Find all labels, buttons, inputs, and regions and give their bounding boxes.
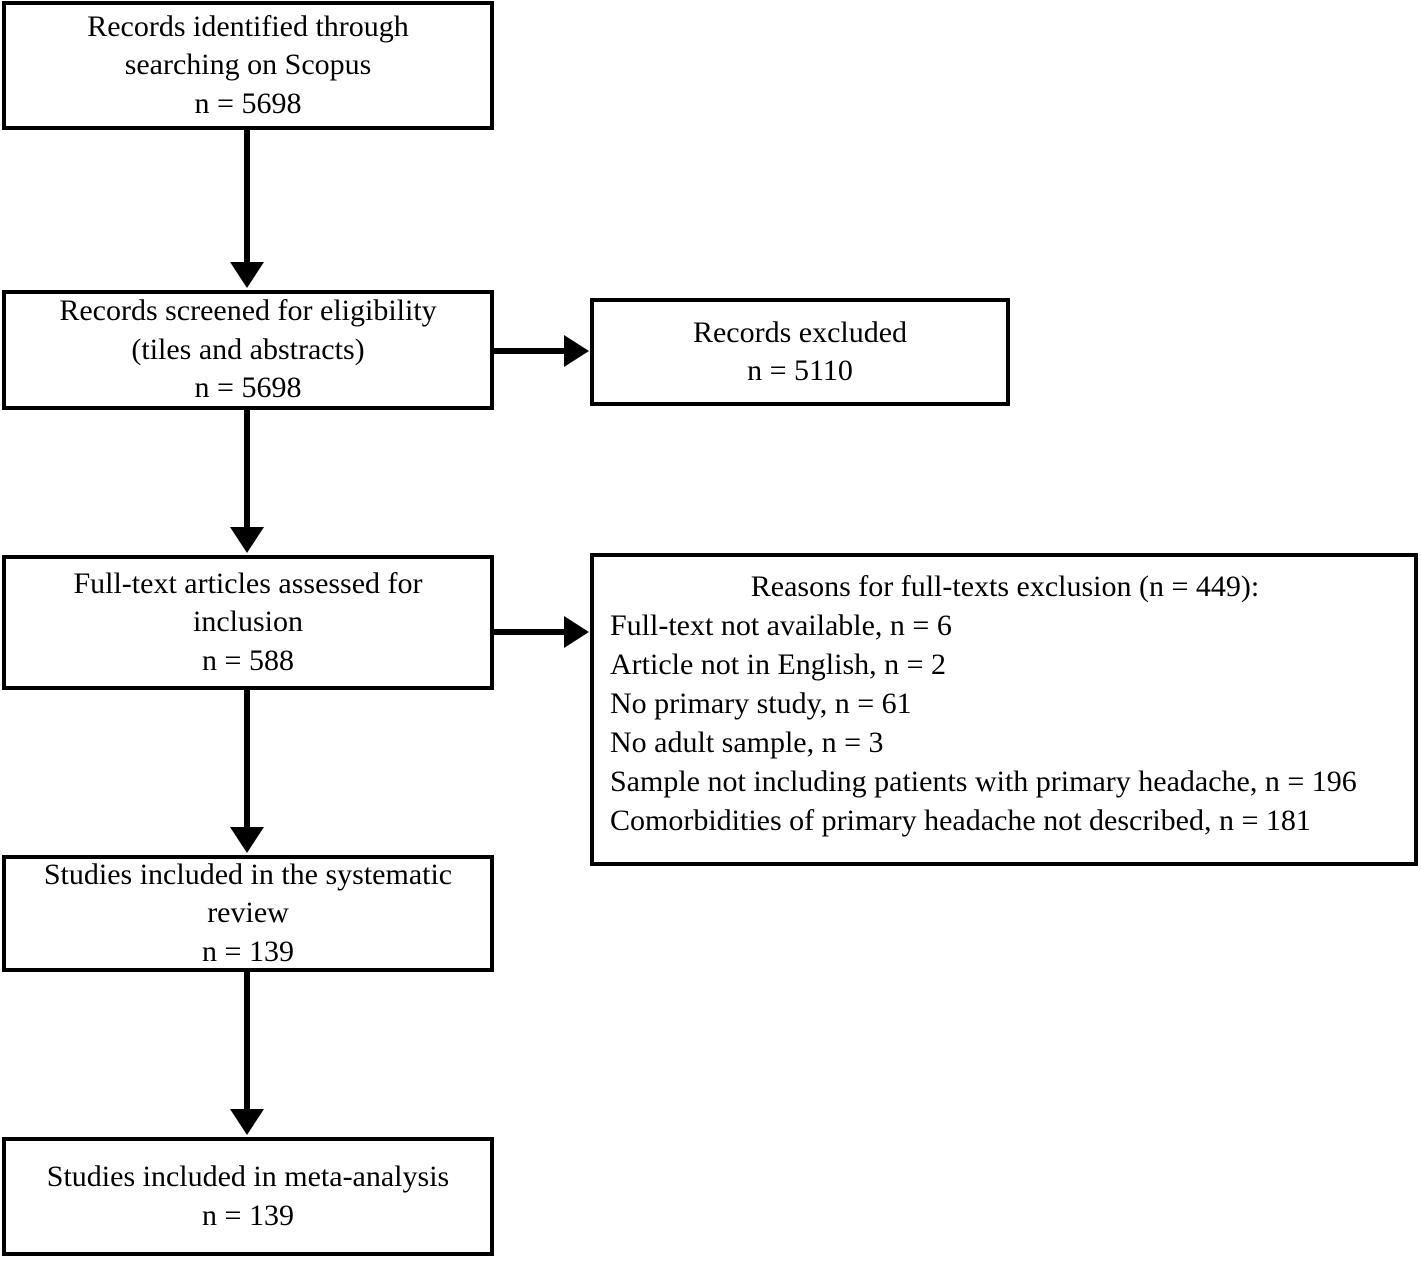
node-included-systematic-review: Studies included in the systematic revie… <box>2 855 494 972</box>
arrowhead-screened-to-fulltext <box>230 527 264 553</box>
node-records-identified: Records identified through searching on … <box>2 1 494 130</box>
node-fulltext-assessed: Full-text articles assessed for inclusio… <box>2 555 494 690</box>
exclusion-reason-5: Sample not including patients with prima… <box>610 765 1357 798</box>
exclusion-reason-1: Full-text not available, n = 6 <box>610 609 952 642</box>
connector-systematic-to-meta <box>244 972 250 1111</box>
node-included-meta-analysis: Studies included in meta-analysis n = 13… <box>2 1137 494 1256</box>
connector-identified-to-screened <box>244 130 250 264</box>
connector-fulltext-to-reasons <box>494 629 566 635</box>
included-systematic-line-2: review <box>207 896 289 930</box>
arrowhead-fulltext-to-systematic <box>230 827 264 853</box>
exclusion-reasons-title: Reasons for full-texts exclusion (n = 44… <box>750 570 1260 603</box>
node-exclusion-reasons: Reasons for full-texts exclusion (n = 44… <box>590 553 1418 866</box>
exclusion-reason-6: Comorbidities of primary headache not de… <box>610 804 1311 837</box>
arrowhead-systematic-to-meta <box>230 1109 264 1135</box>
fulltext-assessed-line-2: inclusion <box>193 605 303 639</box>
included-meta-count: n = 139 <box>202 1198 294 1232</box>
connector-screened-to-excluded <box>494 348 566 354</box>
records-identified-line-2: searching on Scopus <box>124 48 372 82</box>
exclusion-reason-3: No primary study, n = 61 <box>610 687 912 720</box>
records-screened-count: n = 5698 <box>194 371 302 405</box>
records-screened-line-1: Records screened for eligibility <box>59 294 437 328</box>
records-screened-line-2: (tiles and abstracts) <box>131 332 365 366</box>
records-excluded-count: n = 5110 <box>747 354 853 387</box>
connector-screened-to-fulltext <box>244 410 250 529</box>
connector-fulltext-to-systematic <box>244 690 250 829</box>
fulltext-assessed-count: n = 588 <box>202 643 294 677</box>
node-records-screened: Records screened for eligibility (tiles … <box>2 290 494 410</box>
exclusion-reason-4: No adult sample, n = 3 <box>610 726 884 759</box>
records-identified-count: n = 5698 <box>194 86 302 120</box>
exclusion-reason-2: Article not in English, n = 2 <box>610 648 947 681</box>
included-meta-label: Studies included in meta-analysis <box>46 1160 450 1194</box>
fulltext-assessed-line-1: Full-text articles assessed for <box>73 566 423 600</box>
included-systematic-line-1: Studies included in the systematic <box>43 857 453 891</box>
arrowhead-identified-to-screened <box>230 262 264 288</box>
records-excluded-label: Records excluded <box>692 315 908 349</box>
records-identified-line-1: Records identified through <box>87 9 409 43</box>
node-records-excluded: Records excluded n = 5110 <box>590 298 1010 406</box>
included-systematic-count: n = 139 <box>202 934 294 968</box>
arrowhead-fulltext-to-reasons <box>564 616 589 648</box>
arrowhead-screened-to-excluded <box>564 335 589 367</box>
